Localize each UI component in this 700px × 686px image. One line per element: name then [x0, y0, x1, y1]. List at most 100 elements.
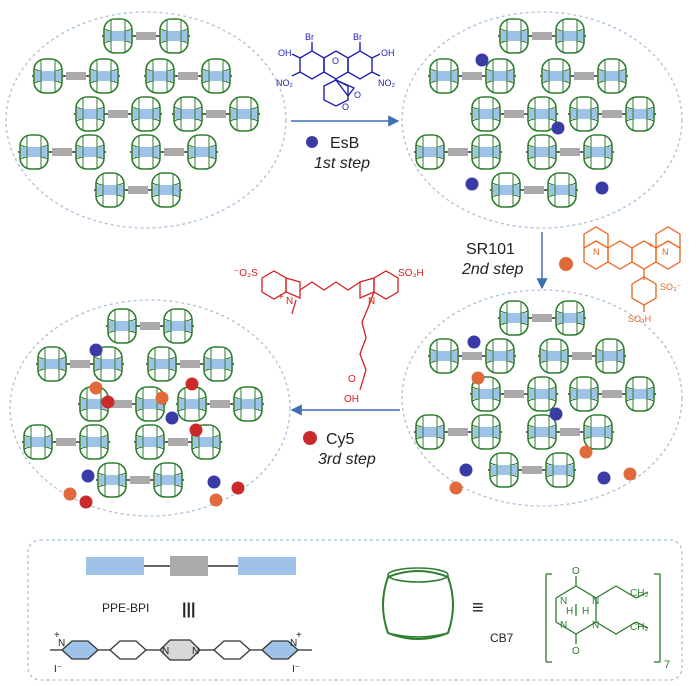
cb7-structure — [545, 573, 661, 663]
dye-dot — [209, 493, 223, 507]
step2-dye-name: SR101 — [466, 241, 515, 258]
dye-dot — [79, 495, 93, 509]
dye-dot — [549, 407, 563, 421]
step2-label: 2nd step — [461, 261, 523, 278]
structure-atom-label: N — [593, 247, 600, 257]
circle-initial — [5, 11, 287, 229]
structure-atom-label: O — [572, 566, 580, 577]
rotaxane — [470, 377, 558, 411]
rotaxane — [36, 347, 124, 381]
structure-atom-label: OH — [278, 48, 292, 58]
rotaxanes-initial — [18, 19, 260, 207]
structure-atom-label: N — [290, 638, 297, 649]
structure-atom-label: CH₂ — [630, 622, 648, 633]
rotaxane — [540, 59, 628, 93]
ppe-equiv-symbol: ||| — [182, 601, 195, 618]
structure-atom-label: NO₂ — [378, 78, 396, 88]
dye-dots-step3 — [63, 343, 245, 509]
sr101-structure — [583, 226, 681, 312]
dye-dot — [597, 471, 611, 485]
ppe-stopper-right — [238, 557, 296, 575]
structure-atom-label: N — [560, 620, 567, 631]
rotaxane — [18, 135, 106, 169]
dye-dot — [207, 475, 221, 489]
rotaxane — [470, 97, 558, 131]
structure-atom-label: N — [560, 596, 567, 607]
rotaxane — [568, 97, 656, 131]
structure-atom-label: O — [348, 374, 356, 385]
rotaxane — [538, 339, 626, 373]
rotaxane — [96, 463, 184, 497]
circle-step3 — [9, 299, 291, 517]
rotaxane — [568, 377, 656, 411]
cy5-structure — [261, 270, 399, 391]
dye-dot — [595, 181, 609, 195]
rotaxane — [488, 453, 576, 487]
structure-atom-label: O — [342, 102, 349, 112]
structure-atom-label: N — [162, 646, 169, 657]
rotaxane — [526, 415, 614, 449]
dye-dot — [189, 423, 203, 437]
rotaxane — [172, 97, 260, 131]
rotaxane — [490, 173, 578, 207]
cb7-repeat-subscript: 7 — [664, 659, 670, 671]
ppe-label: PPE-BPI — [102, 601, 149, 615]
dye-dot — [231, 481, 245, 495]
rotaxanes-step2 — [414, 301, 656, 487]
dye-dots-step1 — [465, 53, 609, 195]
dye-dot — [63, 487, 77, 501]
rotaxane — [94, 173, 182, 207]
structure-atom-label: ⁻O₃S — [234, 268, 258, 279]
ppe-stopper-left — [86, 557, 144, 575]
structure-atom-label: + — [278, 292, 284, 303]
structure-atom-label: N — [192, 646, 199, 657]
structure-atom-label: N — [286, 296, 293, 307]
rotaxane — [414, 415, 502, 449]
dye-dot — [467, 335, 481, 349]
rotaxane — [428, 59, 516, 93]
structure-atom-label: H — [566, 606, 573, 617]
dye-dot — [579, 445, 593, 459]
cb7-equiv-symbol: ≡ — [472, 597, 484, 619]
structure-atom-label: SO₃H — [398, 268, 424, 279]
step3-label: 3rd step — [318, 451, 376, 468]
structure-atom-label: H — [582, 606, 589, 617]
cb7-label: CB7 — [490, 631, 514, 645]
ppe-core — [170, 556, 208, 576]
dye-dot — [155, 391, 169, 405]
structure-atom-label: O — [354, 90, 361, 100]
rotaxane — [146, 347, 234, 381]
cb7-large-icon — [382, 567, 454, 640]
structure-atom-label: O — [572, 646, 580, 657]
structure-atom-label: Br — [353, 32, 362, 42]
structure-atom-label: + — [648, 240, 653, 250]
esb-structure — [291, 42, 381, 107]
rotaxane — [106, 309, 194, 343]
dye-dots-step2 — [449, 335, 637, 495]
structure-atom-label: OH — [381, 48, 395, 58]
dye-dot — [185, 377, 199, 391]
step1-dye-name: EsB — [330, 135, 359, 152]
structure-atom-label: I⁻ — [54, 664, 62, 675]
structure-atom-label: SO₃⁻ — [660, 282, 682, 292]
esb-dot-icon — [306, 136, 318, 148]
dye-dot — [475, 53, 489, 67]
legend-box — [27, 539, 683, 681]
structure-atom-label: O — [332, 56, 339, 66]
rotaxane — [74, 97, 162, 131]
dye-dot — [81, 469, 95, 483]
structure-atom-label: N — [58, 638, 65, 649]
rotaxane — [22, 425, 110, 459]
dye-dot — [623, 467, 637, 481]
rotaxane — [102, 19, 190, 53]
structure-atom-label: + — [296, 630, 302, 641]
dye-dot — [449, 481, 463, 495]
rotaxane — [498, 301, 586, 335]
